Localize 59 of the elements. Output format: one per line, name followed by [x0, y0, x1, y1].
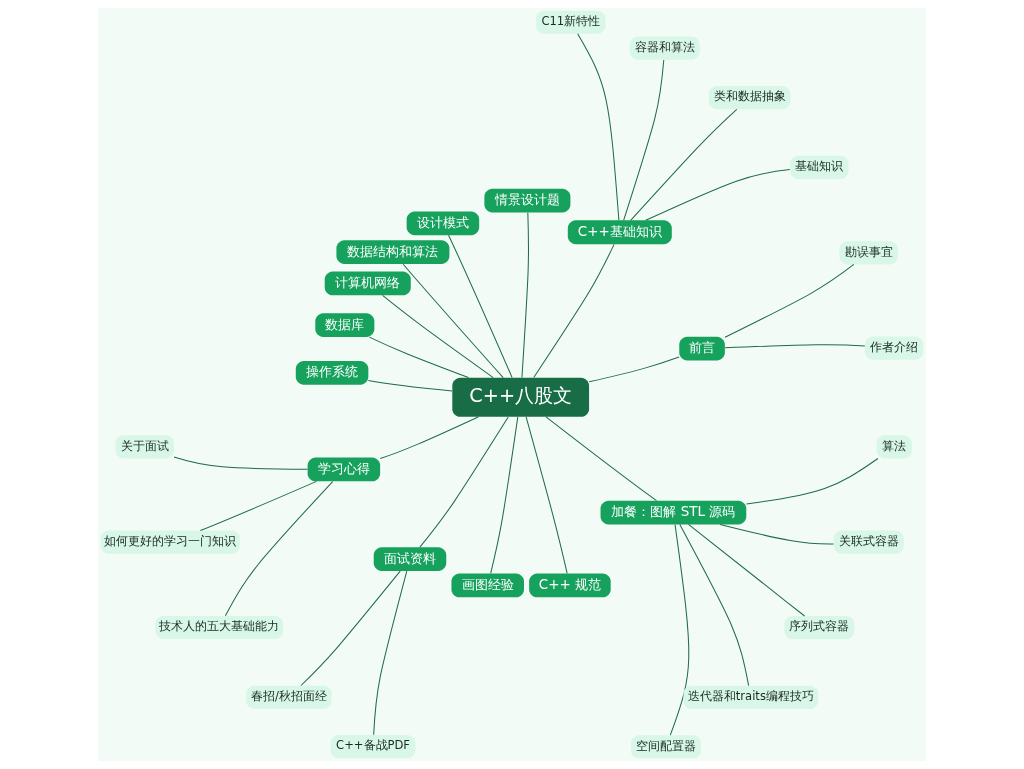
node-box: C11新特性: [536, 10, 606, 34]
connector: [577, 33, 620, 221]
node-box: 算法: [876, 435, 912, 459]
node-box: C++备战PDF: [330, 735, 416, 759]
connector: [224, 481, 334, 617]
connector: [630, 108, 738, 221]
node-box: 学习心得: [307, 457, 381, 482]
connector: [724, 263, 855, 338]
node-box: 类和数据抽象: [708, 86, 791, 110]
node-box: 序列式容器: [784, 616, 855, 640]
connector: [679, 523, 750, 687]
connector: [382, 294, 494, 379]
connector: [402, 263, 504, 379]
node-box: 加餐：图解 STL 源码: [600, 500, 747, 525]
node-box: C++八股文: [452, 377, 590, 417]
node-box: 设计模式: [406, 211, 480, 236]
connector: [623, 59, 665, 221]
node-box: C++ 规范: [529, 573, 611, 598]
connector: [588, 356, 680, 383]
node-box: 作者介绍: [865, 336, 924, 360]
node-box: 画图经验: [451, 573, 524, 598]
connector: [525, 416, 568, 574]
node-box: 情景设计题: [484, 188, 571, 213]
connector: [719, 523, 835, 545]
node-box: 勘误事宜: [839, 241, 898, 265]
node-box: 技术人的五大基础能力: [155, 615, 284, 640]
connector: [645, 169, 791, 221]
connector: [724, 344, 866, 349]
connector: [419, 416, 509, 548]
connector: [533, 243, 615, 379]
connector: [448, 234, 513, 379]
connector: [490, 416, 519, 574]
node-box: 空间配置器: [631, 735, 701, 759]
node-box: 前言: [679, 336, 725, 361]
connector: [379, 416, 479, 460]
connector: [521, 212, 530, 379]
node-box: 基础知识: [790, 155, 849, 179]
connector: [687, 523, 806, 617]
connector: [367, 380, 453, 392]
node-box: 容器和算法: [629, 36, 700, 60]
node-box: 关联式容器: [833, 530, 904, 554]
connector: [745, 458, 879, 505]
node-box: 操作系统: [295, 360, 369, 385]
node-box: C++基础知识: [567, 220, 672, 245]
connector: [173, 456, 308, 470]
node-box: 关于面试: [115, 435, 174, 459]
connector: [368, 336, 469, 379]
connector: [545, 416, 658, 502]
node-box: 春招/秋招面经: [246, 685, 332, 709]
connector: [199, 480, 317, 532]
connector: [300, 570, 401, 686]
node-box: 迭代器和traits编程技巧: [683, 685, 819, 709]
node-box: 如何更好的学习一门知识: [100, 530, 240, 554]
node-box: 计算机网络: [324, 271, 411, 296]
node-box: 数据库: [315, 313, 375, 338]
connector: [669, 524, 690, 736]
node-box: 数据结构和算法: [336, 240, 450, 265]
connector: [373, 570, 408, 736]
node-box: 面试资料: [373, 547, 447, 571]
